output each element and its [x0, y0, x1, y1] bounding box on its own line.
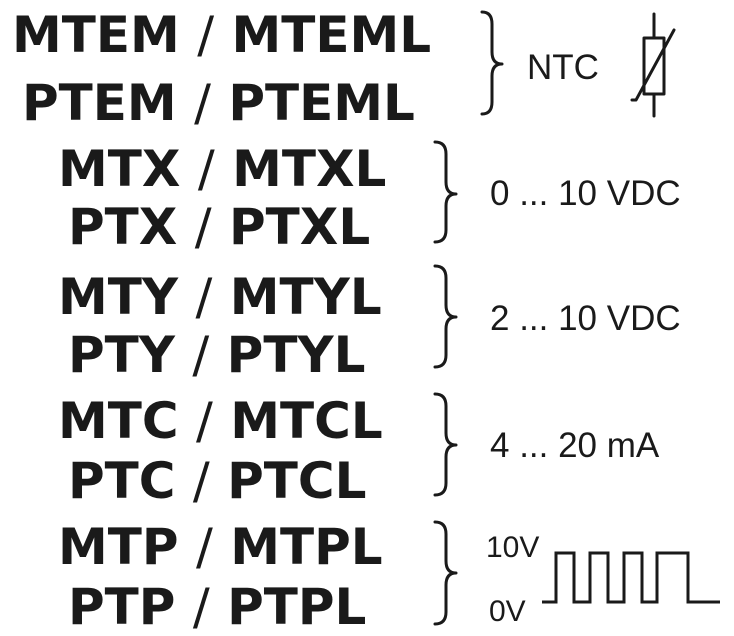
signal-low-level-label: 0V — [489, 595, 526, 628]
group-brace-4-20ma — [433, 392, 458, 497]
pulse-waveform-icon — [542, 551, 720, 604]
model-name-mtx: MTX / MTXL — [58, 140, 387, 198]
group-brace-0-10vdc — [433, 140, 458, 244]
signal-label-0-10vdc: 0 ... 10 VDC — [490, 174, 681, 213]
model-name-ptc: PTC / PTCL — [68, 452, 367, 510]
signal-label-ntc: NTC — [527, 48, 599, 87]
signal-label-2-10vdc: 2 ... 10 VDC — [490, 299, 681, 338]
model-name-mtem: MTEM / MTEML — [12, 6, 432, 64]
group-brace-pulse — [433, 520, 458, 626]
thermistor-icon — [630, 12, 676, 118]
group-brace-2-10vdc — [433, 264, 458, 369]
model-name-mtc: MTC / MTCL — [58, 392, 383, 450]
signal-high-level-label: 10V — [486, 531, 540, 564]
model-name-mtp: MTP / MTPL — [58, 518, 383, 576]
model-name-ptx: PTX / PTXL — [68, 198, 371, 256]
model-name-ptem: PTEM / PTEML — [22, 74, 415, 132]
model-name-ptp: PTP / PTPL — [68, 578, 367, 636]
model-name-pty: PTY / PTYL — [68, 326, 366, 384]
group-brace-ntc — [480, 10, 504, 116]
signal-label-4-20ma: 4 ... 20 mA — [490, 426, 660, 465]
model-name-mty: MTY / MTYL — [58, 268, 382, 326]
